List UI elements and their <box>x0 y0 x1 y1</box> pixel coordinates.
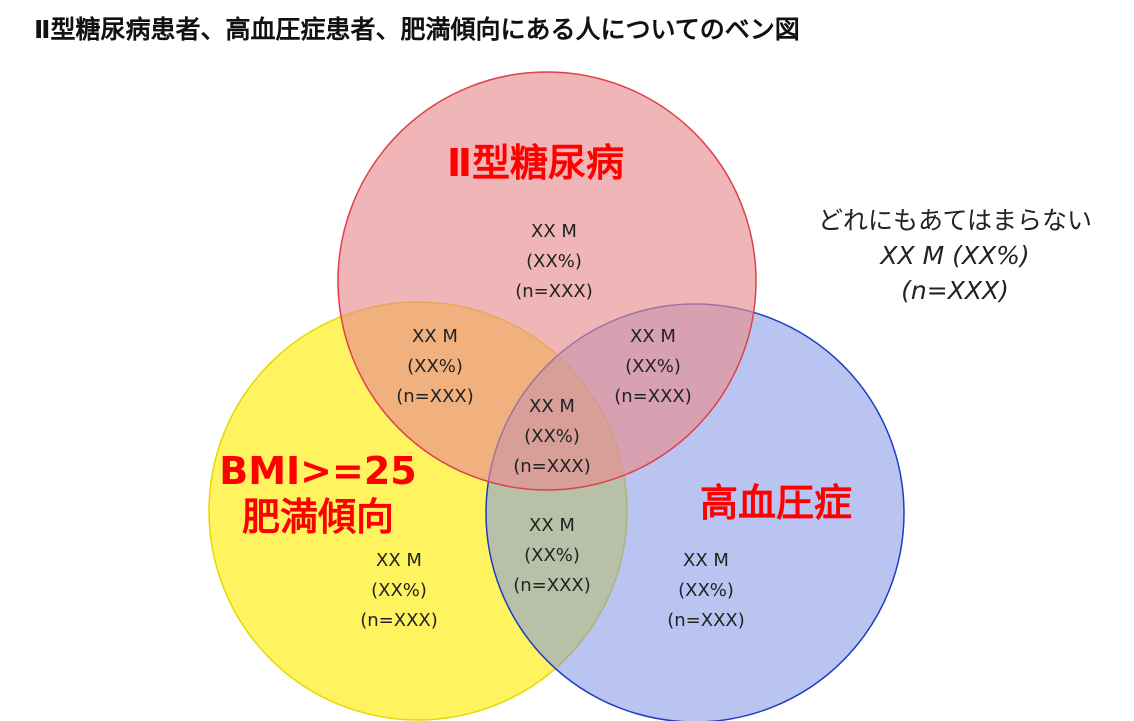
region-count: XX M <box>531 221 577 242</box>
outside-label: どれにもあてはまらない <box>817 206 1092 235</box>
outside-n: (n=XXX) <box>901 276 1009 305</box>
page-title: Ⅱ型糖尿病患者、高血圧症患者、肥満傾向にある人についてのベン図 <box>34 15 800 44</box>
region-count: XX M <box>412 326 458 347</box>
diabetes-circle <box>337 71 757 491</box>
region-diabetes-hypertension: XX M (XX%) (n=XXX) <box>573 322 733 412</box>
region-n: (n=XXX) <box>360 610 438 631</box>
region-n: (n=XXX) <box>396 386 474 407</box>
region-count: XX M <box>683 550 729 571</box>
region-count: XX M <box>529 515 575 536</box>
region-n: (n=XXX) <box>515 281 593 302</box>
region-count: XX M <box>630 326 676 347</box>
region-percent: (XX%) <box>526 251 582 272</box>
hypertension-set-label: 高血圧症 <box>700 481 853 525</box>
region-hypertension-only: XX M (XX%) (n=XXX) <box>626 546 786 636</box>
region-diabetes-only: XX M (XX%) (n=XXX) <box>474 217 634 307</box>
region-percent: (XX%) <box>678 580 734 601</box>
region-count: XX M <box>376 550 422 571</box>
region-percent: (XX%) <box>371 580 427 601</box>
region-n: (n=XXX) <box>614 386 692 407</box>
diabetes-set-label: Ⅱ型糖尿病 <box>447 141 625 185</box>
region-percent: (XX%) <box>407 356 463 377</box>
outside-count: XX M (XX%) <box>880 241 1030 270</box>
obesity-label-line1: BMI>=25 <box>219 449 417 493</box>
region-percent: (XX%) <box>625 356 681 377</box>
region-n: (n=XXX) <box>513 456 591 477</box>
region-all-three: XX M (XX%) (n=XXX) <box>472 392 632 482</box>
region-diabetes-obesity: XX M (XX%) (n=XXX) <box>355 322 515 412</box>
region-count: XX M <box>529 396 575 417</box>
obesity-set-label: BMI>=25 肥満傾向 <box>203 448 433 540</box>
region-percent: (XX%) <box>524 545 580 566</box>
obesity-label-line2: 肥満傾向 <box>241 495 394 539</box>
region-percent: (XX%) <box>524 426 580 447</box>
region-obesity-hypertension: XX M (XX%) (n=XXX) <box>472 511 632 601</box>
region-n: (n=XXX) <box>667 610 745 631</box>
outside-region: どれにもあてはまらない XX M (XX%) (n=XXX) <box>790 203 1120 308</box>
region-obesity-only: XX M (XX%) (n=XXX) <box>319 546 479 636</box>
region-n: (n=XXX) <box>513 575 591 596</box>
